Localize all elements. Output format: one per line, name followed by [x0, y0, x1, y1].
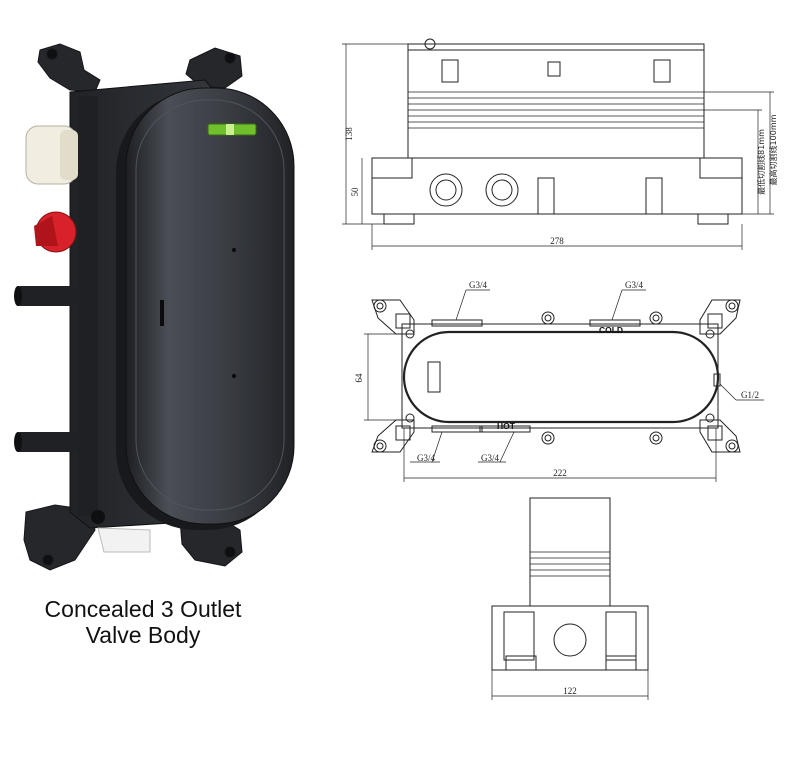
top-screw-bosses	[405, 311, 715, 445]
housing-side-rib	[78, 96, 98, 516]
white-bottom-cap	[97, 527, 151, 553]
port-bottom-mid-label: G3/4	[481, 453, 500, 463]
port-bottom-mid	[479, 425, 531, 433]
red-inlet-cap	[34, 211, 77, 253]
top-corner-brackets	[371, 299, 741, 453]
side-width-dim: 122	[563, 686, 577, 696]
side-view-drawing	[491, 497, 649, 700]
side-cover-ribs	[530, 551, 610, 577]
port-top-right-label: G3/4	[625, 280, 644, 290]
front-slot	[645, 177, 663, 215]
port-top-right	[589, 319, 641, 327]
level-bubble	[226, 124, 234, 135]
top-frame-outline	[401, 323, 719, 429]
front-base-tab	[699, 157, 743, 179]
hot-label: HOT	[497, 421, 516, 431]
port-bottom-left	[431, 425, 483, 433]
front-base-outline	[371, 157, 743, 215]
side-foot	[505, 655, 537, 671]
cover-rim	[135, 99, 285, 511]
housing-bolt	[91, 510, 105, 524]
side-foot	[605, 655, 637, 671]
oval-cover	[125, 87, 295, 525]
top-leader-lines	[364, 289, 764, 482]
product-caption: Concealed 3 Outlet Valve Body	[14, 596, 272, 648]
front-height-dim: 138	[344, 127, 354, 141]
side-port	[553, 623, 587, 657]
front-slot	[537, 177, 555, 215]
side-port	[713, 373, 721, 387]
side-bracket	[605, 611, 637, 661]
top-slot	[427, 361, 441, 393]
front-port-right	[485, 173, 519, 207]
outlet-stub	[14, 286, 78, 306]
port-bottom-left-label: G3/4	[417, 453, 436, 463]
top-view-drawing	[364, 289, 764, 482]
min-cut-line-label: 最低切割线81mm	[756, 129, 766, 195]
side-bracket	[503, 611, 535, 661]
front-dimension-lines	[342, 43, 774, 250]
cream-inlet-cap	[25, 125, 78, 185]
outlet-stub	[14, 432, 78, 452]
top-oval-cover	[402, 330, 720, 424]
front-center-post	[547, 61, 561, 77]
front-base-tab	[371, 157, 413, 179]
cover-slot	[160, 300, 164, 326]
front-foot	[697, 213, 729, 225]
front-port-left	[429, 173, 463, 207]
port-top-left	[431, 319, 483, 327]
top-height-dim: 64	[354, 373, 364, 383]
cold-label: COLD	[599, 325, 623, 335]
cover-screw-hole	[231, 247, 237, 253]
side-base-outline	[491, 605, 649, 671]
front-housing-outline	[407, 43, 705, 159]
max-cut-line-label: 最高切割线100mm	[768, 114, 778, 185]
front-width-dim: 278	[550, 236, 564, 246]
caption-line-2: Valve Body	[85, 622, 201, 648]
front-cover-ribs	[408, 91, 704, 129]
front-foot	[383, 213, 415, 225]
front-elevation-drawing	[342, 38, 774, 250]
front-base-dim: 50	[350, 187, 360, 197]
side-port-label: G1/2	[741, 390, 759, 400]
front-post	[441, 59, 459, 83]
top-mounting-bracket	[37, 43, 243, 93]
valve-body-photo	[14, 43, 295, 571]
port-top-left-label: G3/4	[469, 280, 488, 290]
caption-line-1: Concealed 3 Outlet	[44, 596, 242, 622]
front-post	[653, 59, 671, 83]
cover-screw-hole	[231, 373, 237, 379]
top-width-dim: 222	[553, 468, 567, 478]
